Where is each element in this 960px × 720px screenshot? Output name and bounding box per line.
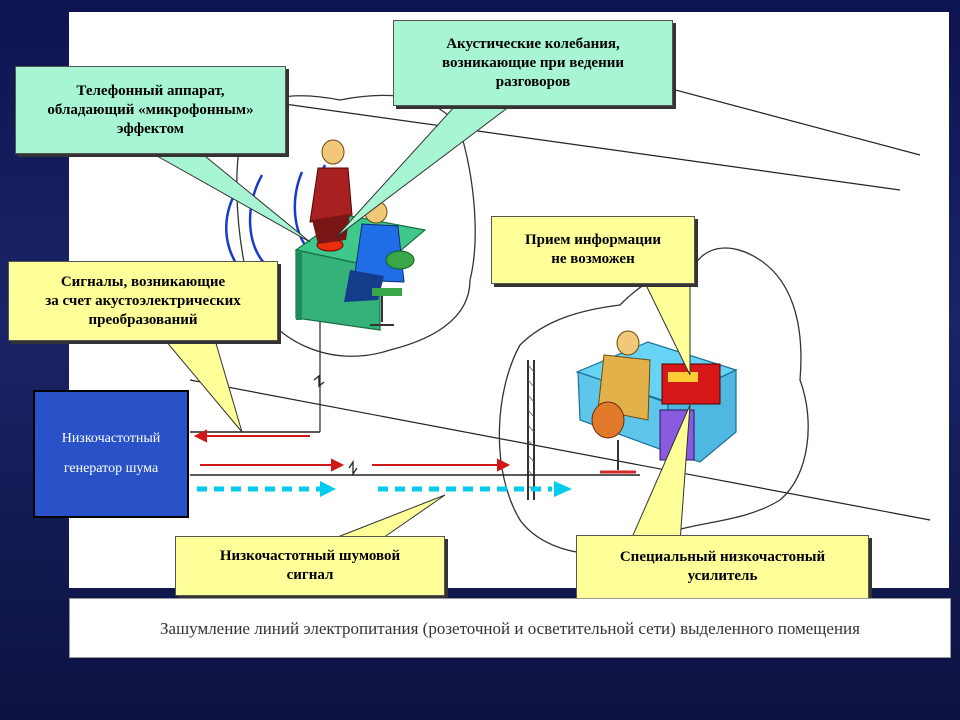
slide-caption: Зашумление линий электропитания (розеточ… [69, 598, 951, 658]
signal-arrows [193, 429, 511, 472]
left-office-scene [294, 139, 427, 331]
hatched-wall [527, 360, 535, 500]
callout-acoustic: Акустические колебания, возникающие при … [393, 20, 673, 106]
callout-amplifier: Специальный низкочастоный усилитель [576, 535, 869, 599]
callout-noise-signal: Низкочастотный шумовой сигнал [175, 536, 445, 596]
cable-breaks [313, 374, 358, 477]
callout-signals: Сигналы, возникающие за счет акустоэлект… [8, 261, 278, 341]
generator-label-line1: Низкочастотный [61, 431, 161, 446]
noise-arrows [197, 481, 572, 497]
amplifier-device-icon [661, 363, 721, 405]
generator-label-line2: генератор шума [63, 461, 159, 476]
callout-no-reception: Прием информации не возможен [491, 216, 695, 284]
callout-phone-effect: Телефонный аппарат, обладающий «микрофон… [15, 66, 286, 154]
callout-pointers [148, 105, 691, 543]
power-line [190, 431, 640, 476]
noise-generator-box: Низкочастотный генератор шума [33, 390, 189, 518]
